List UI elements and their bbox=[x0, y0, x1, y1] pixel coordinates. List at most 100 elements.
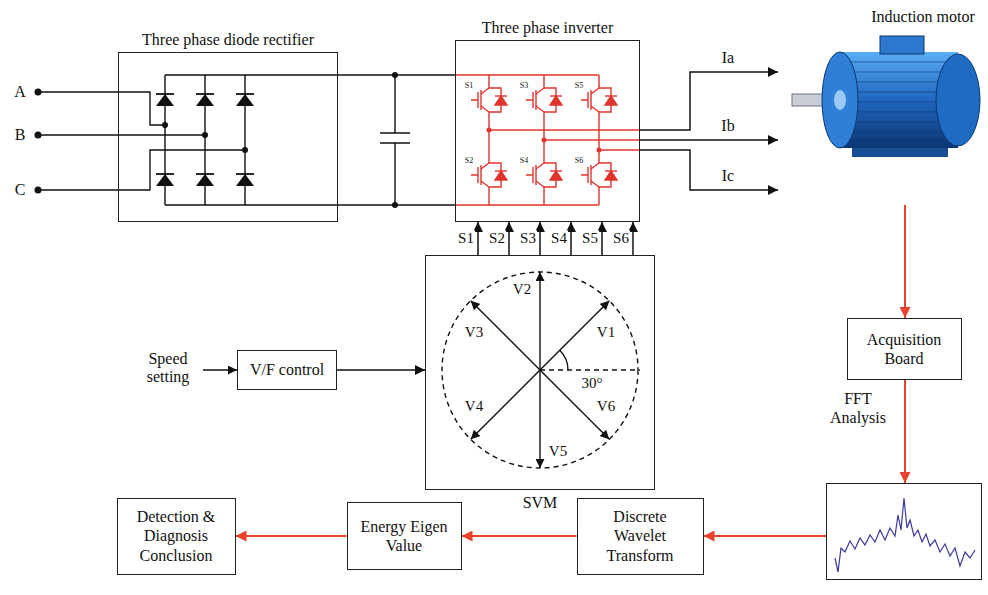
dashed-circle bbox=[442, 272, 638, 468]
igbt-switch-symbol bbox=[581, 78, 617, 122]
fan-cover bbox=[936, 54, 980, 146]
igbt-switch-symbol bbox=[471, 153, 507, 197]
reference-axis bbox=[540, 369, 640, 370]
svm-box: SVM bbox=[425, 255, 655, 490]
junction-dot bbox=[162, 122, 168, 128]
dc-bus bbox=[165, 75, 338, 205]
terminal-name: C bbox=[14, 181, 27, 199]
junction-dot bbox=[597, 148, 602, 153]
box-label: Energy Eigen Value bbox=[356, 517, 453, 555]
terminal-dot bbox=[35, 89, 42, 96]
current-name: Ib bbox=[720, 117, 735, 135]
switch-name: S5 bbox=[574, 81, 584, 90]
space-vector-diagram bbox=[442, 272, 640, 468]
spectrum-box: FFT Analysis bbox=[826, 483, 982, 580]
signal-name: S5 bbox=[581, 230, 599, 247]
signal-name: S1 bbox=[457, 230, 475, 247]
angle-arc bbox=[560, 350, 568, 370]
connector-arrow bbox=[640, 139, 778, 141]
phase-output bbox=[544, 139, 640, 140]
box-label: Acquisition Board bbox=[856, 330, 953, 368]
inverter-dots bbox=[487, 128, 602, 153]
phase-wire bbox=[38, 134, 205, 135]
terminal-name: A bbox=[13, 83, 27, 101]
connector-arrow bbox=[462, 535, 577, 537]
connector-arrow bbox=[539, 222, 541, 255]
connector-arrow bbox=[704, 535, 827, 537]
signal-name: S6 bbox=[612, 230, 630, 247]
connector-arrow bbox=[640, 72, 778, 130]
phase-wire bbox=[38, 150, 245, 190]
current-name: Ic bbox=[721, 167, 735, 185]
vector-name: V2 bbox=[512, 281, 532, 298]
connector-arrow bbox=[640, 150, 778, 190]
connector-line bbox=[338, 74, 455, 76]
signal-name: S2 bbox=[488, 230, 506, 247]
switch-name: S3 bbox=[519, 81, 529, 90]
motor-end-bell bbox=[822, 52, 858, 148]
vector-name: V3 bbox=[464, 324, 484, 341]
vector-arrow bbox=[539, 272, 540, 370]
igbt-switch-symbol bbox=[581, 153, 617, 197]
terminal-dot bbox=[35, 187, 42, 194]
spectrum-trace bbox=[835, 498, 975, 572]
motor-illustration bbox=[792, 36, 980, 157]
box-heading: FFT Analysis bbox=[827, 389, 889, 427]
diode-symbol bbox=[236, 94, 254, 106]
bridge-leg bbox=[165, 75, 245, 205]
phase-wire bbox=[38, 92, 165, 125]
inverter-box: Three phase inverter bbox=[455, 40, 640, 222]
rectifier-box: Three phase diode rectifier bbox=[118, 52, 338, 222]
capacitor-symbol bbox=[380, 75, 410, 205]
input-wires bbox=[38, 75, 410, 205]
inverter-wiring bbox=[455, 75, 640, 205]
process-box: Acquisition Board bbox=[847, 318, 962, 380]
connector-arrow bbox=[904, 205, 906, 318]
current-name: Ia bbox=[721, 49, 735, 67]
junction-dot bbox=[202, 132, 208, 138]
process-box: Discrete Wavelet Transform bbox=[577, 498, 704, 575]
input-name: Speed setting bbox=[138, 350, 198, 387]
box-heading: Three phase inverter bbox=[456, 18, 639, 37]
signal-name: S3 bbox=[519, 230, 537, 247]
diode-symbol bbox=[156, 94, 174, 106]
switch-name: S6 bbox=[574, 156, 584, 165]
vector-name: V6 bbox=[596, 398, 616, 415]
diode-symbol bbox=[236, 174, 254, 186]
box-label: Discrete Wavelet Transform bbox=[586, 507, 695, 565]
switch-name: S2 bbox=[464, 156, 474, 165]
motor-shaft bbox=[792, 94, 826, 106]
junction-dots bbox=[35, 72, 399, 208]
signal-name: S4 bbox=[550, 230, 568, 247]
inverter-leg bbox=[488, 75, 489, 205]
switch-name: S4 bbox=[519, 156, 529, 165]
connector-arrow bbox=[904, 380, 906, 483]
process-box: Detection & Diagnosis Conclusion bbox=[117, 498, 236, 575]
angle-value: 30° bbox=[581, 375, 604, 392]
junction-dot bbox=[242, 147, 248, 153]
phase-output bbox=[599, 149, 640, 150]
diode-symbol bbox=[196, 174, 214, 186]
vector-name: V1 bbox=[596, 324, 616, 341]
connector-arrow bbox=[477, 222, 479, 255]
box-heading: Induction motor bbox=[863, 7, 983, 26]
terminal-dot bbox=[35, 132, 42, 139]
switch-name: S1 bbox=[464, 81, 474, 90]
connector-arrow bbox=[337, 369, 425, 371]
connector-line bbox=[338, 204, 455, 206]
connector-arrow bbox=[632, 222, 634, 255]
process-box: Energy Eigen Value bbox=[347, 502, 462, 570]
junction-dot bbox=[542, 138, 547, 143]
igbt-switch-symbol bbox=[526, 78, 562, 122]
connector-arrow bbox=[508, 222, 510, 255]
box-label: Detection & Diagnosis Conclusion bbox=[126, 507, 227, 565]
diode-symbol bbox=[156, 174, 174, 186]
junction-dot bbox=[487, 128, 492, 133]
terminal-box bbox=[880, 36, 924, 54]
box-label: V/F control bbox=[250, 360, 324, 379]
phase-output bbox=[489, 129, 640, 130]
bearing-cap bbox=[834, 90, 846, 110]
process-box: V/F control bbox=[237, 350, 337, 390]
vector-arrow bbox=[539, 370, 540, 468]
